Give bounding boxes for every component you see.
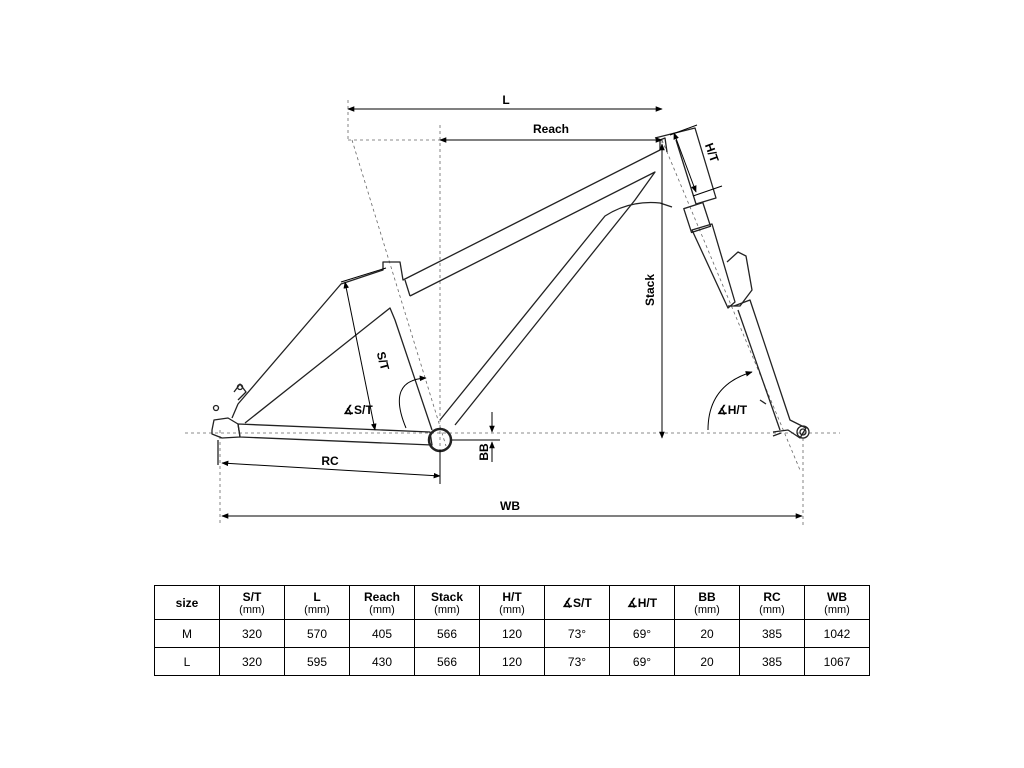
top-tube-inner	[404, 279, 411, 297]
table-cell: 120	[479, 619, 545, 648]
table-cell: 69°	[609, 619, 675, 648]
table-cell: 385	[739, 647, 805, 676]
brake-post-2	[772, 432, 782, 437]
label-reach: Reach	[533, 122, 569, 136]
column-header-name: size	[175, 595, 199, 610]
column-header-unit: (mm)	[239, 603, 265, 616]
column-header: L(mm)	[284, 585, 350, 620]
column-header-name: H/T	[502, 589, 522, 604]
chain-stay	[237, 423, 433, 446]
down-tube-lower	[439, 201, 673, 421]
table-cell: 385	[739, 619, 805, 648]
label-stack: Stack	[643, 274, 657, 306]
headset-spacer	[683, 201, 712, 234]
column-header: Reach(mm)	[349, 585, 415, 620]
label-l: L	[502, 93, 509, 107]
table-cell: 1067	[804, 647, 870, 676]
table-cell: 566	[414, 647, 480, 676]
size-cell: M	[154, 619, 220, 648]
table-cell: 1042	[804, 619, 870, 648]
column-header-name: ∡H/T	[626, 595, 658, 610]
rear-dropout	[211, 417, 241, 439]
table-cell: 405	[349, 619, 415, 648]
seat-stay	[231, 137, 668, 419]
column-header-name: RC	[763, 589, 781, 604]
ht-angle-arc	[707, 371, 753, 431]
dropout-bolt	[212, 404, 220, 412]
fork-upper	[691, 223, 736, 309]
label-bb: BB	[477, 443, 491, 461]
reference-lines	[185, 100, 840, 525]
st-dimension	[343, 281, 377, 431]
column-header-name: Stack	[430, 589, 464, 604]
st-angle-arc	[398, 375, 427, 429]
column-header-name: WB	[827, 589, 847, 604]
column-header-name: BB	[698, 589, 716, 604]
frame-geometry-diagram: L Reach H/T Stack S/T ∡S/T ∡H/T BB RC WB	[185, 93, 840, 525]
column-header-name: ∡S/T	[562, 595, 592, 610]
table-cell: 69°	[609, 647, 675, 676]
column-header-name: L	[313, 589, 321, 604]
table-cell: 20	[674, 647, 740, 676]
column-header-unit: (mm)	[369, 603, 395, 616]
table-cell: 73°	[544, 647, 610, 676]
frame-outline	[211, 127, 810, 465]
table-cell: 20	[674, 619, 740, 648]
column-header: BB(mm)	[674, 585, 740, 620]
fork-leg	[733, 299, 807, 439]
column-header-name: Reach	[363, 589, 401, 604]
table-cell: 566	[414, 619, 480, 648]
table-cell: 595	[284, 647, 350, 676]
label-wb: WB	[500, 499, 520, 513]
column-header: WB(mm)	[804, 585, 870, 620]
column-header: H/T(mm)	[479, 585, 545, 620]
table-cell: 320	[219, 619, 285, 648]
column-header-unit: (mm)	[434, 603, 460, 616]
st-ext-line	[340, 267, 387, 283]
front-axle-inner	[799, 428, 807, 436]
column-header: ∡H/T	[609, 585, 675, 620]
ht-ext-2	[692, 185, 723, 197]
table-cell: 120	[479, 647, 545, 676]
brake-mount-arm	[233, 383, 247, 401]
column-header: RC(mm)	[739, 585, 805, 620]
column-header-name: S/T	[242, 589, 262, 604]
head-tube	[654, 127, 717, 205]
front-axle	[796, 425, 810, 439]
brake-post	[759, 399, 767, 405]
dimension-lines	[221, 106, 803, 519]
column-header: ∡S/T	[544, 585, 610, 620]
down-tube	[409, 171, 656, 426]
column-header: size	[154, 585, 220, 620]
table-cell: 73°	[544, 619, 610, 648]
seat-stay-inner	[244, 307, 433, 431]
fork-crown	[726, 251, 753, 307]
column-header: Stack(mm)	[414, 585, 480, 620]
column-header-unit: (mm)	[694, 603, 720, 616]
label-rc: RC	[321, 454, 339, 468]
ht-dimension	[673, 132, 697, 193]
size-cell: L	[154, 647, 220, 676]
column-header-unit: (mm)	[499, 603, 525, 616]
label-st-angle: ∡S/T	[343, 403, 373, 417]
table-cell: 320	[219, 647, 285, 676]
rc-dimension	[221, 460, 441, 479]
column-header-unit: (mm)	[759, 603, 785, 616]
fork-leg-centre	[737, 309, 781, 431]
seat-tube-axis-line	[351, 139, 447, 447]
label-ht-angle: ∡H/T	[717, 403, 748, 417]
column-header-unit: (mm)	[304, 603, 330, 616]
table-cell: 570	[284, 619, 350, 648]
column-header-unit: (mm)	[824, 603, 850, 616]
label-ht: H/T	[702, 141, 722, 165]
label-st: S/T	[374, 350, 393, 372]
table-cell: 430	[349, 647, 415, 676]
ht-ext-1	[669, 124, 698, 136]
column-header: S/T(mm)	[219, 585, 285, 620]
